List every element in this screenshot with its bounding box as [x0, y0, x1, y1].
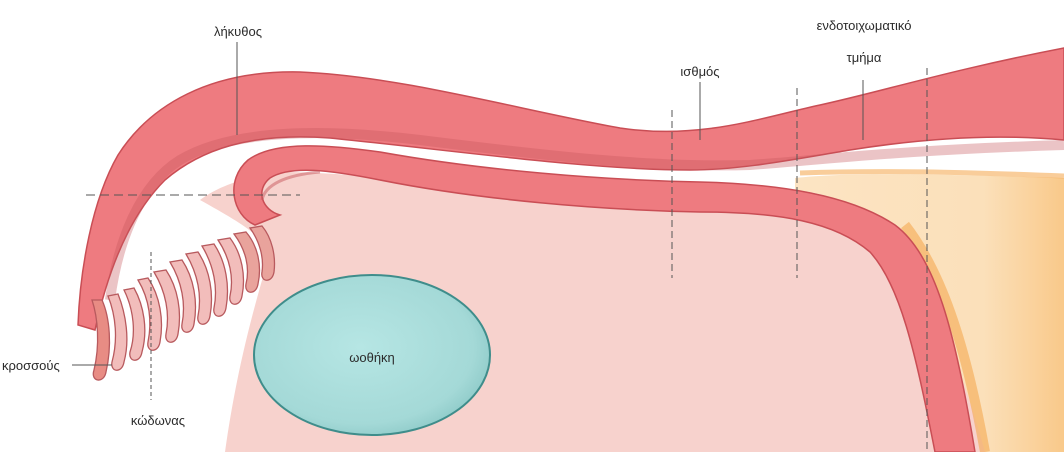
label-intramural-line2: τμήμα [847, 50, 882, 65]
label-ovary: ωοθήκη [349, 350, 395, 365]
label-isthmus: ισθμός [680, 64, 719, 79]
label-infundibulum: κώδωνας [131, 413, 185, 428]
label-intramural-line1: ενδοτοιχωματικό [817, 18, 912, 33]
label-fimbriae: κροσσούς [2, 358, 60, 373]
label-ampulla: λήκυθος [214, 24, 262, 39]
